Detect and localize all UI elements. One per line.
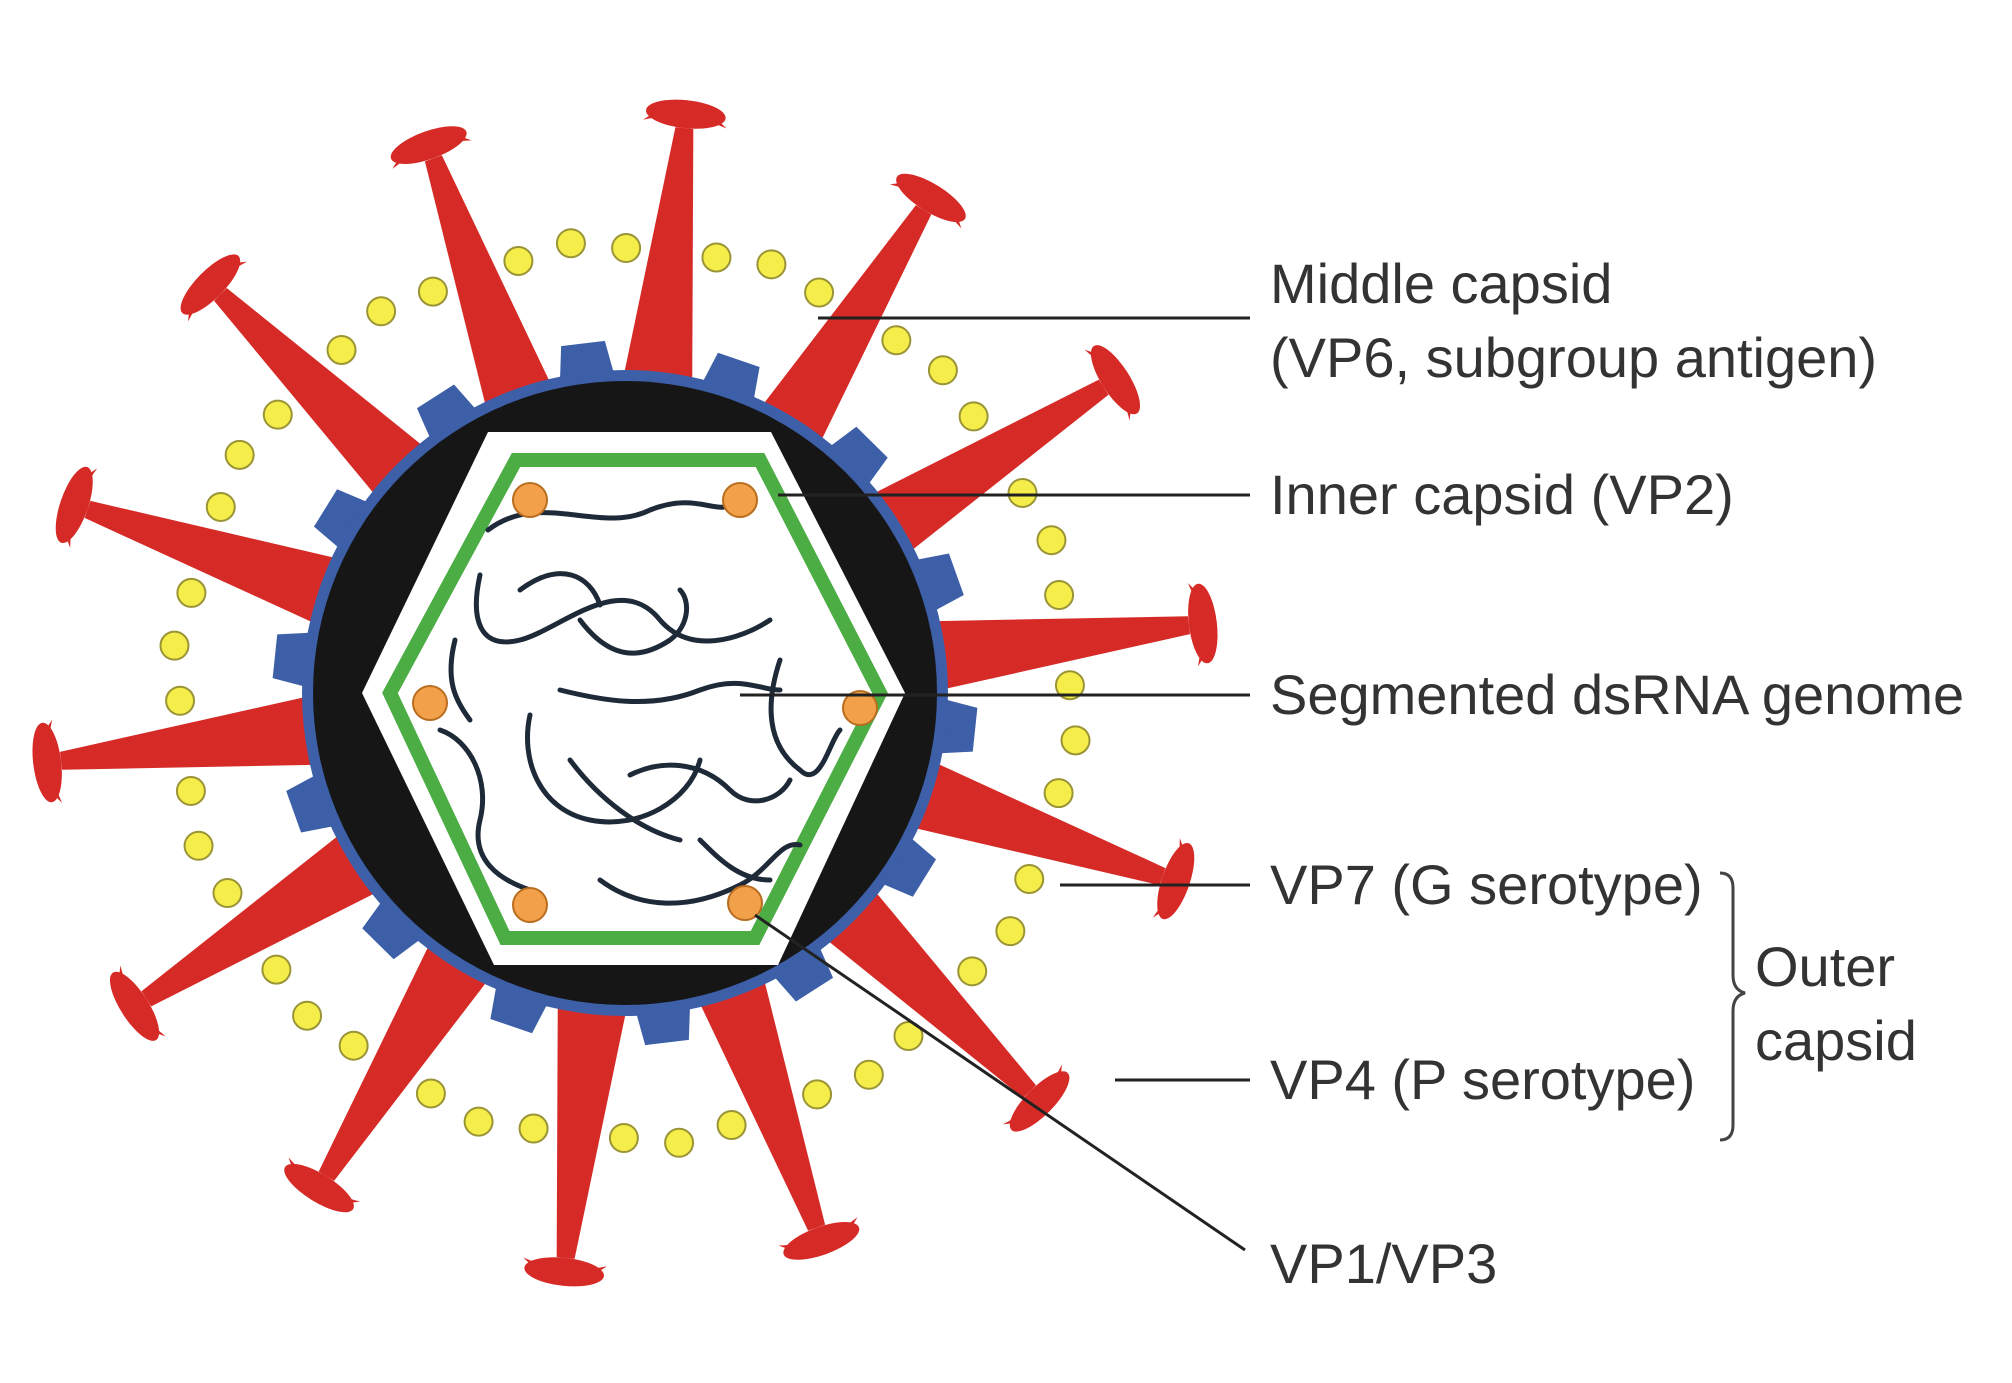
vp7-particle-icon [417, 276, 448, 307]
vp1-vp3-particle-icon [412, 685, 448, 721]
vp4-spike-icon [918, 583, 1218, 693]
vp7-particle-icon [175, 775, 206, 806]
vp7-particle-icon [1036, 525, 1067, 556]
vp7-particle-icon [957, 956, 988, 987]
vp7-particle-icon [205, 491, 236, 522]
vp7-particle-icon [261, 954, 292, 985]
vp7-particle-icon [804, 277, 835, 308]
vp7-particle-icon [853, 1059, 884, 1090]
label-vp7: VP7 (G serotype) [1270, 853, 1703, 916]
vp7-particle-icon [893, 1021, 924, 1052]
vp7-particle-icon [224, 439, 255, 470]
vp1-vp3-particle-icon [727, 885, 763, 921]
vp4-spike-icon [620, 99, 727, 399]
vp4-spike-icon [813, 877, 1070, 1132]
leader-vp1-vp3 [754, 913, 1246, 1252]
vp7-particle-icon [463, 1106, 494, 1137]
label-vp1-vp3: VP1/VP3 [1270, 1232, 1498, 1295]
vp4-spike-icon [284, 929, 498, 1213]
vp7-particle-icon [555, 228, 586, 259]
label-outer-capsid-line2: capsid [1755, 1009, 1917, 1072]
vp7-particle-icon [1044, 580, 1075, 611]
vp7-particle-icon [262, 399, 293, 430]
vp4-spike-icon [109, 824, 392, 1041]
vp7-particle-icon [611, 233, 642, 264]
core-hexagon [362, 432, 905, 965]
vp7-particle-icon [159, 630, 190, 661]
vp7-particle-icon [503, 245, 534, 276]
inner-capsid-hexagon [382, 453, 888, 945]
label-outer-capsid: Outer capsid [1755, 930, 1917, 1078]
vp7-particle-icon [716, 1110, 747, 1141]
vp1-vp3-particles [412, 482, 878, 923]
vp7-particle-icon [292, 1000, 323, 1031]
vp4-spike-icon [390, 126, 558, 423]
leader-lines [740, 316, 1250, 1252]
vp7-particle-icon [701, 242, 732, 273]
vp7-particle-icon [1054, 670, 1085, 701]
vp4-spike-icon [180, 254, 437, 509]
vp7-particle-icon [1060, 725, 1091, 756]
label-middle-capsid: Middle capsid (VP6, subgroup antigen) [1270, 247, 1877, 395]
vp1-vp3-particle-icon [512, 887, 548, 923]
vp4-spike-icon [858, 345, 1141, 562]
label-middle-capsid-line1: Middle capsid [1270, 252, 1613, 315]
vp7-particle-icon [802, 1079, 833, 1110]
dsrna-genome [437, 497, 843, 906]
vp7-particle-icon [183, 830, 214, 861]
vp4-spike-icon [752, 173, 966, 457]
vp7-particle-icon [927, 355, 958, 386]
label-middle-capsid-line2: (VP6, subgroup antigen) [1270, 326, 1878, 389]
label-inner-capsid: Inner capsid (VP2) [1270, 463, 1734, 526]
vp1-vp3-particle-icon [722, 482, 758, 518]
vp7-particle-icon [756, 249, 787, 280]
label-genome: Segmented dsRNA genome [1270, 663, 1965, 726]
label-vp4: VP4 (P serotype) [1270, 1048, 1696, 1111]
vp4-spike-icon [55, 466, 353, 631]
outer-capsid-brace [1719, 871, 1746, 1142]
label-outer-capsid-line1: Outer [1755, 935, 1896, 998]
vp7-particle-icon [165, 685, 196, 716]
vp7-particle-icon [518, 1113, 549, 1144]
vp7-particle-icon [1043, 778, 1074, 809]
vp7-particle-icon [881, 325, 912, 356]
vp4-spike-icon [523, 987, 630, 1287]
vp7-particle-icon [338, 1030, 369, 1061]
vp7-particle-icon [958, 401, 989, 432]
vp7-particle-icon [415, 1078, 446, 1109]
vp7-particle-icon [326, 334, 357, 365]
vp1-vp3-particle-icon [512, 482, 548, 518]
vp4-spike-icon [692, 963, 860, 1260]
vp4-spike-icon [897, 755, 1195, 920]
vp4-spikes [32, 99, 1218, 1287]
vp7-particle-icon [995, 916, 1026, 947]
vp4-spike-icon [32, 693, 332, 803]
vp7-particle-icon [176, 577, 207, 608]
vp7-particle-icon [664, 1127, 695, 1158]
vp7-particle-icon [1007, 477, 1038, 508]
vp7-particle-icon [212, 878, 243, 909]
vp7-particle-icon [608, 1122, 639, 1153]
vp7-particle-icon [1014, 864, 1045, 895]
vp7-particle-icon [366, 296, 397, 327]
vp7-dots [159, 228, 1091, 1158]
vp1-vp3-particle-icon [842, 690, 878, 726]
